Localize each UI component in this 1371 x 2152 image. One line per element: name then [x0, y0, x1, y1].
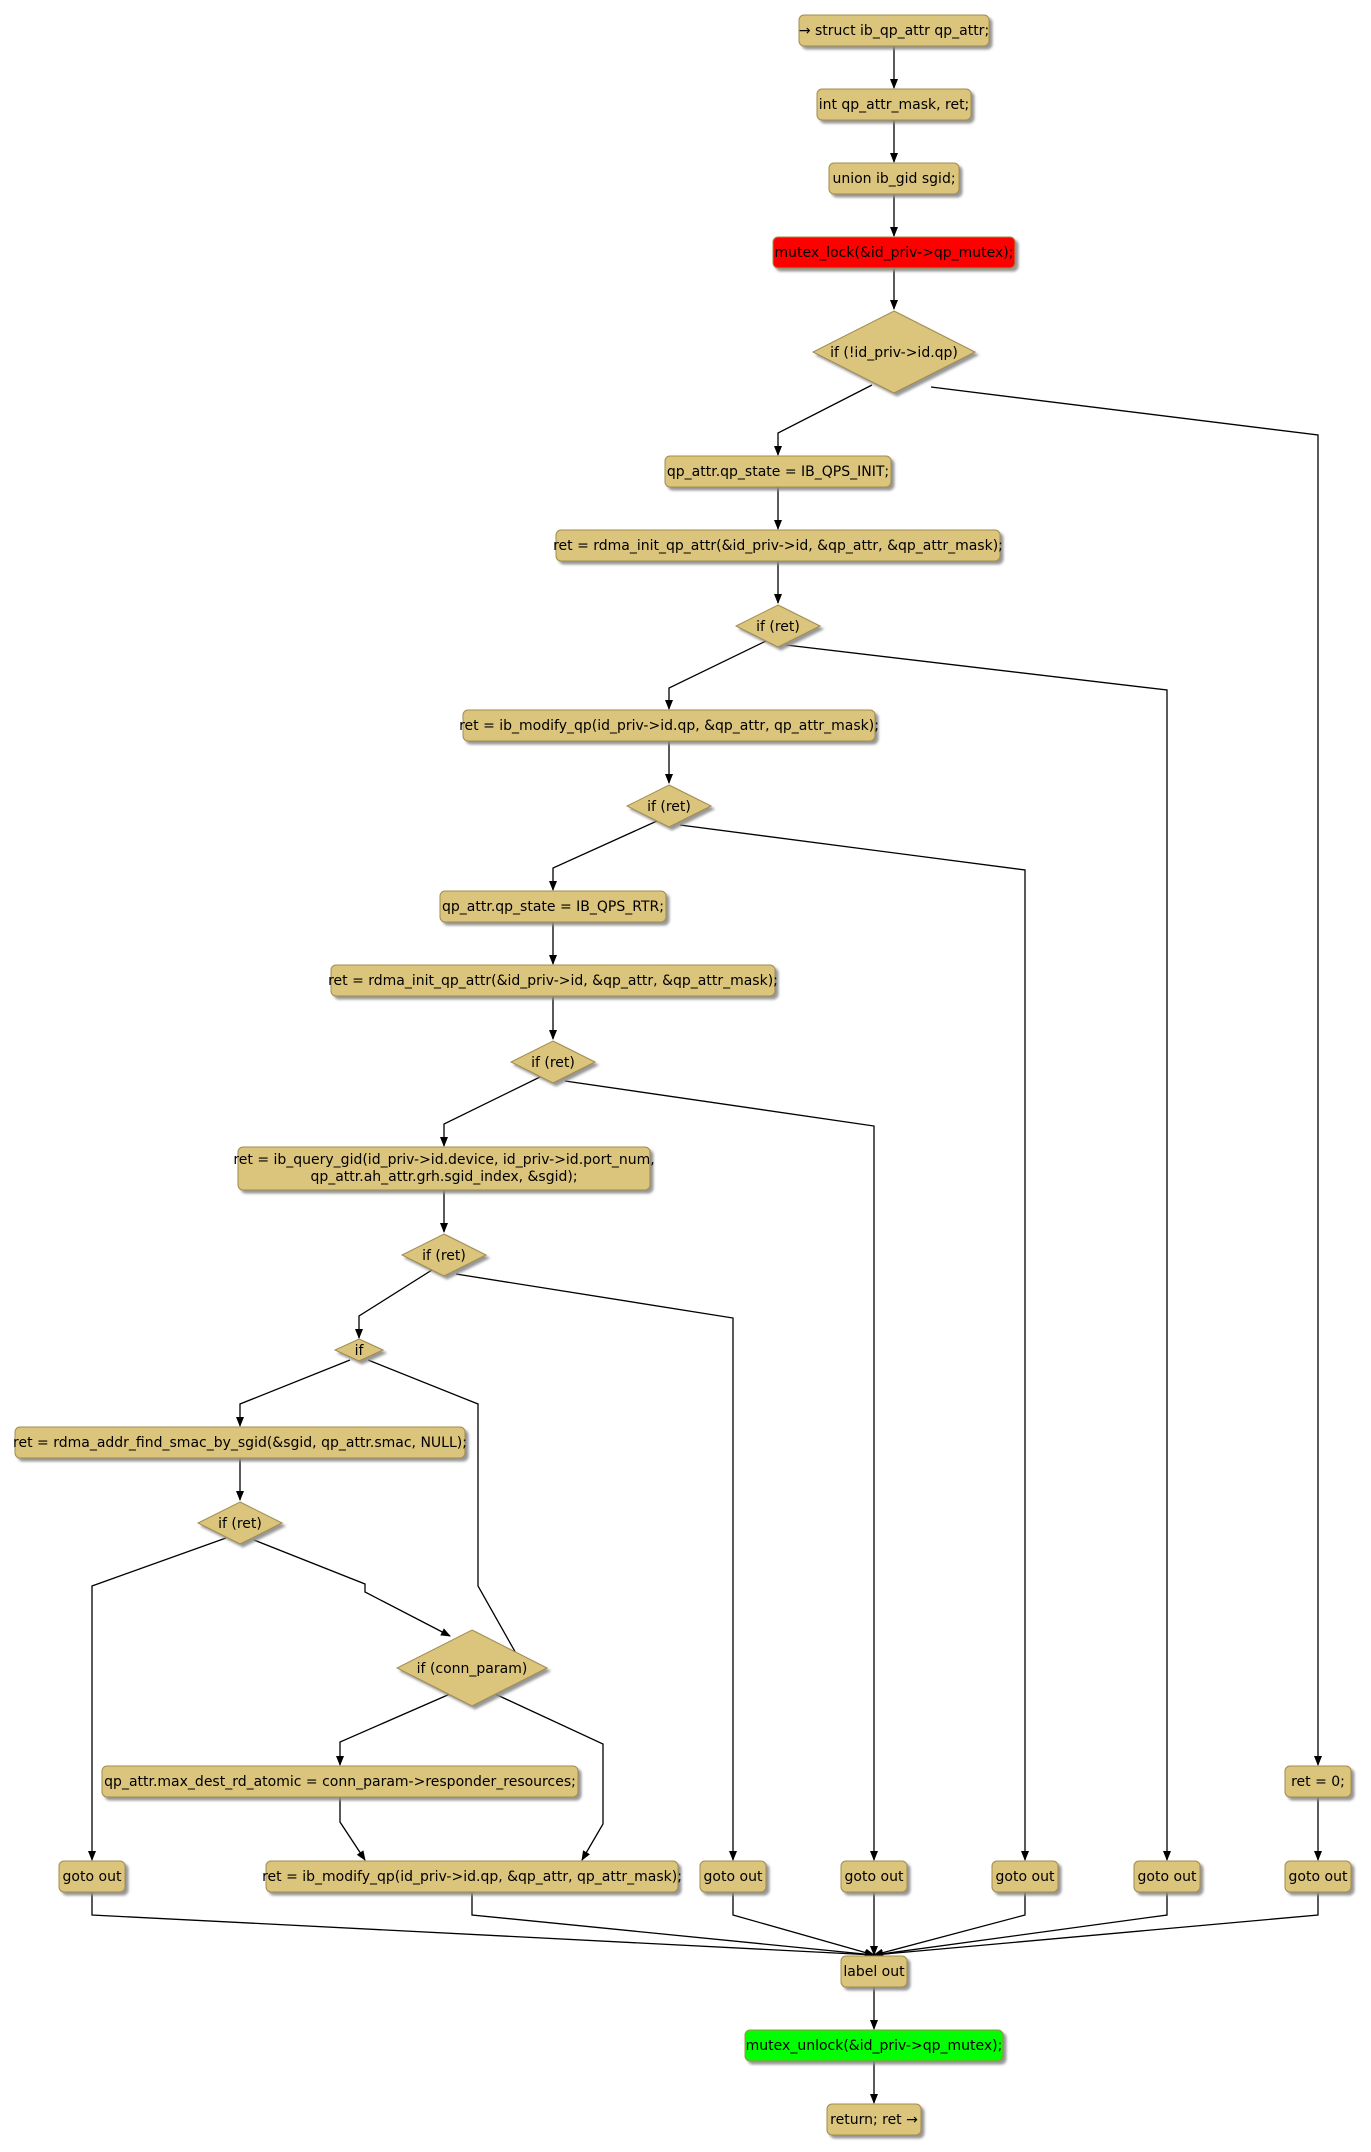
- node-label: goto out: [1289, 1869, 1348, 1885]
- node-label: ret = ib_modify_qp(id_priv->id.qp, &qp_a…: [459, 718, 879, 734]
- node-label: ret = 0;: [1291, 1774, 1345, 1790]
- edge-d7-d8: [253, 1539, 451, 1637]
- node-label: return; ret →: [830, 2112, 918, 2128]
- decision-label: if (!id_priv->id.qp): [830, 345, 958, 361]
- node-label: union ib_gid sgid;: [832, 171, 955, 187]
- edge-g5-n15: [873, 1892, 1168, 1958]
- node-label: goto out: [1138, 1869, 1197, 1885]
- edge-d1-n13: [930, 386, 1322, 1766]
- node-label: qp_attr.qp_state = IB_QPS_INIT;: [667, 464, 889, 480]
- node-label: goto out: [704, 1869, 763, 1885]
- node-label: goto out: [996, 1869, 1055, 1885]
- edge-g6-n15: [873, 1892, 1319, 1959]
- node-int-decl: int qp_attr_mask, ret;: [816, 88, 972, 121]
- node-find-smac: ret = rdma_addr_find_smac_by_sgid(&sgid,…: [13, 1426, 467, 1459]
- decision-label: if (ret): [531, 1055, 575, 1071]
- edge-n14-n15: [471, 1892, 875, 1959]
- node-ib-modify-qp-init: ret = ib_modify_qp(id_priv->id.qp, &qp_a…: [459, 709, 879, 742]
- edge-d5-d6: [355, 1269, 433, 1339]
- node-label: ret = ib_modify_qp(id_priv->id.qp, &qp_a…: [262, 1869, 682, 1885]
- node-label-out: label out: [840, 1955, 908, 1988]
- nodes: → struct ib_qp_attr qp_attr; int qp_attr…: [13, 14, 1352, 2136]
- node-ret-zero: ret = 0;: [1284, 1765, 1352, 1798]
- edge-d8-n14: [494, 1693, 604, 1861]
- decision-ret-5: if (ret): [196, 1501, 284, 1545]
- edge-g2-n15: [732, 1892, 875, 1957]
- edge-d4-g4: [564, 1080, 878, 1861]
- node-label: → struct ib_qp_attr qp_attr;: [799, 23, 989, 39]
- node-label: ret = rdma_init_qp_attr(&id_priv->id, &q…: [553, 538, 1003, 554]
- node-label: qp_attr.max_dest_rd_atomic = conn_param-…: [104, 1774, 576, 1790]
- decision-conn-param: if (conn_param): [395, 1629, 549, 1707]
- node-label: ret = rdma_init_qp_attr(&id_priv->id, &q…: [328, 973, 778, 989]
- node-goto-out-2: goto out: [699, 1860, 767, 1893]
- node-ib-modify-qp-rtr: ret = ib_modify_qp(id_priv->id.qp, &qp_a…: [262, 1860, 682, 1893]
- node-label: label out: [843, 1964, 905, 1980]
- edges: [88, 46, 1322, 2104]
- node-rdma-init-qp-attr-2: ret = rdma_init_qp_attr(&id_priv->id, &q…: [328, 964, 778, 997]
- node-qps-rtr: qp_attr.qp_state = IB_QPS_RTR;: [439, 890, 667, 923]
- node-label: int qp_attr_mask, ret;: [819, 97, 970, 113]
- edge-d3-n8: [549, 820, 658, 891]
- decision-label: if (ret): [218, 1516, 262, 1532]
- node-goto-out-1: goto out: [58, 1860, 126, 1893]
- edge-d6-n11: [236, 1359, 351, 1427]
- edge-n12-n14: [339, 1797, 366, 1861]
- decision-label: if (ret): [647, 799, 691, 815]
- node-struct-decl: → struct ib_qp_attr qp_attr;: [798, 14, 990, 47]
- node-label: mutex_unlock(&id_priv->qp_mutex);: [746, 2038, 1003, 2054]
- decision-label: if (ret): [422, 1248, 466, 1264]
- node-return: return; ret →: [826, 2103, 922, 2136]
- edge-d3-g5: [679, 824, 1029, 1861]
- node-label: mutex_lock(&id_priv->qp_mutex);: [775, 245, 1014, 261]
- node-mutex-lock: mutex_lock(&id_priv->qp_mutex);: [772, 236, 1016, 269]
- decision-ret-2: if (ret): [625, 784, 713, 828]
- node-qps-init: qp_attr.qp_state = IB_QPS_INIT;: [664, 455, 892, 488]
- edge-d2-n7: [665, 640, 767, 710]
- node-label: qp_attr.qp_state = IB_QPS_RTR;: [442, 899, 664, 915]
- node-label-line1: ret = ib_query_gid(id_priv->id.device, i…: [233, 1152, 654, 1168]
- node-label: goto out: [845, 1869, 904, 1885]
- edge-d4-n10: [440, 1076, 541, 1147]
- node-union-decl: union ib_gid sgid;: [828, 162, 960, 195]
- node-rdma-init-qp-attr: ret = rdma_init_qp_attr(&id_priv->id, &q…: [553, 529, 1003, 562]
- node-label: ret = rdma_addr_find_smac_by_sgid(&sgid,…: [13, 1435, 467, 1451]
- edge-g4-n15: [873, 1892, 1026, 1957]
- node-goto-out-4: goto out: [991, 1860, 1059, 1893]
- node-label: goto out: [63, 1869, 122, 1885]
- edge-d2-g6: [785, 644, 1171, 1861]
- decision-label: if (conn_param): [417, 1661, 528, 1677]
- decision-ret-1: if (ret): [734, 604, 822, 648]
- edge-d7-g1: [88, 1537, 227, 1861]
- node-mutex-unlock: mutex_unlock(&id_priv->qp_mutex);: [744, 2029, 1004, 2062]
- decision-label: if (ret): [756, 619, 800, 635]
- decision-if: if: [333, 1338, 385, 1362]
- node-goto-out-5: goto out: [1133, 1860, 1201, 1893]
- decision-label: if: [355, 1343, 365, 1359]
- node-ib-query-gid: ret = ib_query_gid(id_priv->id.device, i…: [233, 1146, 655, 1191]
- edge-g1-n15: [91, 1892, 875, 1959]
- node-max-dest-rd-atomic: qp_attr.max_dest_rd_atomic = conn_param-…: [101, 1765, 579, 1798]
- decision-ret-4: if (ret): [400, 1233, 488, 1277]
- edge-d1-n5: [774, 384, 873, 456]
- edge-d6-d8: [367, 1359, 523, 1665]
- node-goto-out-3: goto out: [840, 1860, 908, 1893]
- node-label-line2: qp_attr.ah_attr.grh.sgid_index, &sgid);: [310, 1169, 577, 1185]
- edge-d8-n12: [336, 1693, 451, 1766]
- edge-d5-g3: [455, 1273, 737, 1861]
- decision-ret-3: if (ret): [509, 1040, 597, 1084]
- decision-no-qp: if (!id_priv->id.qp): [811, 310, 977, 394]
- node-goto-out-6: goto out: [1284, 1860, 1352, 1893]
